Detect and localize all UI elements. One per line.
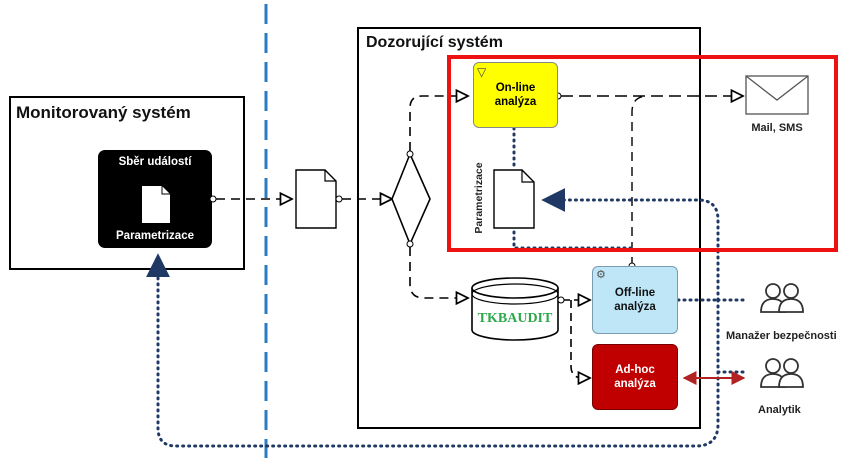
assoc-manager-to-collector-param — [146, 253, 720, 448]
mail-label: Mail, SMS — [751, 122, 803, 134]
offline-analysis-task[interactable]: Off-line analýza — [592, 266, 678, 334]
collector-footer: Parametrizace — [116, 230, 194, 242]
parametrization-doc-label: Parametrizace — [473, 162, 485, 234]
adhoc-analysis-label-1: Ad-hoc — [615, 363, 655, 376]
adhoc-analysis-task[interactable]: Ad-hoc analýza — [592, 344, 678, 410]
online-analysis-label-1: On-line — [495, 81, 536, 94]
collector-document-icon — [142, 186, 170, 223]
filter-icon: ▽ — [477, 65, 487, 79]
assoc-manager-to-online-param — [541, 188, 720, 302]
adhoc-analysis-label-2: analýza — [614, 378, 656, 390]
mail-envelope-icon — [745, 75, 809, 115]
gear-icon: ⚙ — [596, 269, 606, 281]
offline-analysis-label-1: Off-line — [614, 286, 656, 299]
analyst-icon — [760, 358, 804, 388]
flow-gateway-to-online — [409, 96, 468, 151]
message-document-icon — [295, 169, 337, 229]
online-analysis-task[interactable]: On-line analýza — [473, 62, 558, 128]
online-analysis-label-2: analýza — [494, 96, 537, 108]
flow-database-to-adhoc — [570, 300, 590, 378]
database-cylinder — [471, 288, 559, 341]
security-manager-icon — [760, 283, 804, 313]
online-highlight-frame — [447, 55, 838, 252]
flow-offline-to-mail — [631, 95, 649, 266]
analyst-label: Analytik — [758, 404, 801, 416]
flow-gateway-to-database — [409, 247, 468, 298]
parametrization-document-icon — [493, 169, 535, 229]
offline-analysis-label-2: analýza — [614, 301, 656, 313]
supervising-system-title: Dozorující systém — [366, 34, 503, 51]
collector-title: Sběr událostí — [118, 156, 192, 168]
security-manager-label: Manažer bezpečnosti — [726, 330, 837, 342]
monitored-system-title: Monitorovaný systém — [16, 103, 191, 122]
database-label: TKBAUDIT — [477, 311, 553, 326]
